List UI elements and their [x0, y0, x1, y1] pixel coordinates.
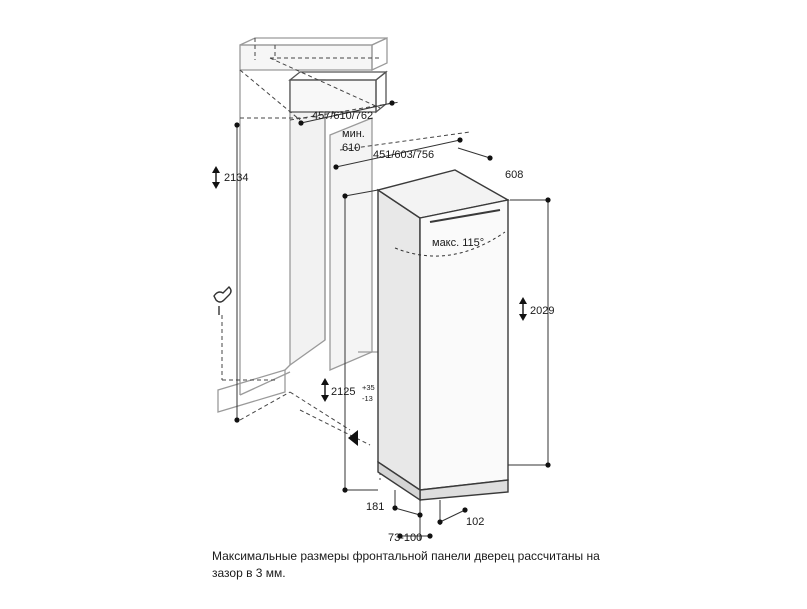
unit-width-label: 608: [505, 169, 523, 181]
niche-depth-label: 457/610/762: [312, 110, 373, 122]
min-depth-value: 610: [342, 142, 360, 154]
unit-depth-label: 451/603/756: [373, 149, 434, 161]
opening-tolerance-minus: -13: [362, 394, 373, 403]
double-arrow-icons: [212, 166, 527, 446]
opening-height-label: 2125: [331, 386, 355, 398]
door-angle-label: макс. 115°: [432, 237, 484, 249]
niche-cabinet: [217, 36, 388, 413]
refrigerator-unit: [376, 169, 510, 502]
toe-kick-label: 73-100: [388, 532, 422, 544]
dimension-lines: [236, 102, 549, 540]
niche-height-label: 2134: [224, 172, 248, 184]
dimension-dots: [234, 100, 551, 539]
plinth-height-label: 102: [466, 516, 484, 528]
plinth-depth-label: 181: [366, 501, 384, 513]
door-swing-arc: [394, 231, 506, 257]
min-depth-label: мин.: [342, 128, 365, 140]
diagram-caption: Максимальные размеры фронтальной панели …: [212, 549, 600, 580]
opening-tolerance-plus: +35: [362, 383, 375, 392]
socket-icon: [213, 286, 232, 315]
unit-height-label: 2029: [530, 305, 554, 317]
